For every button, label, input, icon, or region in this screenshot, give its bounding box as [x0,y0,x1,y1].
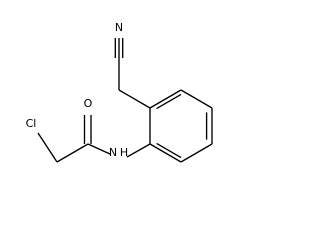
ring-double-bond-upper [156,93,182,110]
ch2-to-ring-bond [118,89,151,109]
amide-nitrogen-label: N [109,146,117,159]
bonds [37,38,213,163]
ring-to-amide-n-bond [126,143,151,158]
atom-labels: N O Cl N H [26,21,129,159]
ring-double-bond-lower [156,142,182,159]
ch2-to-chlorine-bond [37,132,58,163]
carbonyl-to-ch2-bond [56,143,89,163]
amide-n-to-carbonyl-bond [87,143,111,155]
amide-hydrogen-label: H [120,146,128,159]
ring-bond-bottom-left [149,143,182,163]
ring-bond-top-right [180,89,213,109]
chlorine-label: Cl [26,117,37,130]
nitrile-nitrogen-label: N [115,21,123,34]
ring-bond-bottom-right [180,143,213,163]
molecule-diagram: N O Cl N H [26,21,213,163]
ring-bond-top-left [149,89,182,109]
carbonyl-oxygen-label: O [84,97,93,110]
